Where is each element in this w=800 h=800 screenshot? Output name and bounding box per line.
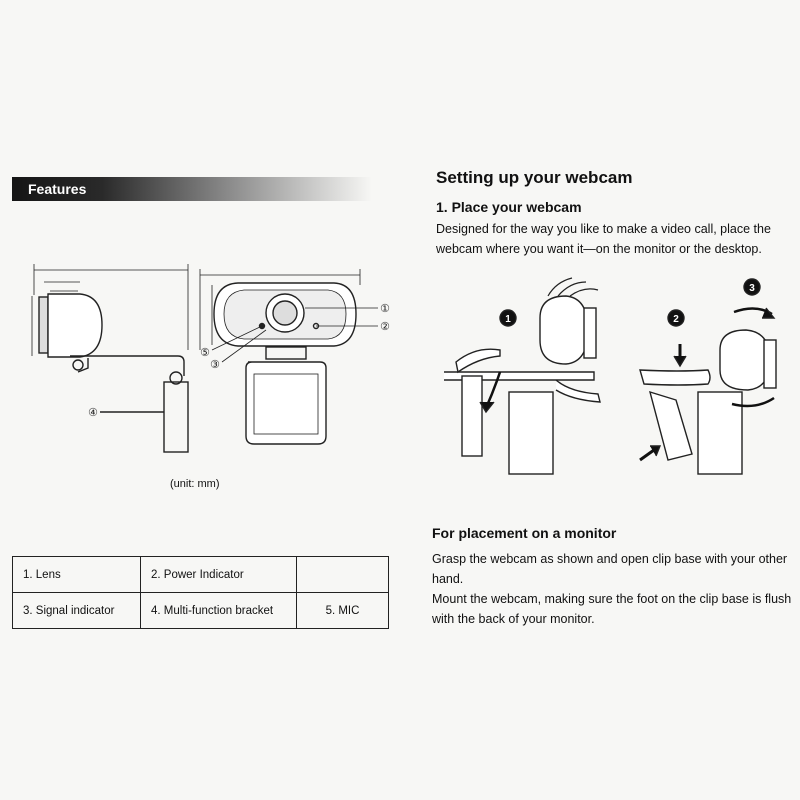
step-badge-2: 2: [673, 314, 679, 325]
table-cell: 5. MIC: [296, 592, 389, 629]
step1-text: Designed for the way you like to make a …: [436, 222, 771, 256]
features-heading: Features: [28, 181, 87, 197]
callout-3: ③: [210, 359, 220, 371]
table-cell: 1. Lens: [12, 556, 141, 593]
mount-illustration-1: [444, 277, 601, 475]
table-cell: 2. Power Indicator: [140, 556, 297, 593]
unit-note: (unit: mm): [170, 478, 220, 490]
webcam-side-view: [31, 264, 189, 453]
table-cell: 3. Signal indicator: [12, 592, 141, 629]
webcam-front-view: [199, 269, 378, 445]
monitor-text-2: Mount the webcam, making sure the foot o…: [432, 592, 792, 626]
table-cell: 4. Multi-function bracket: [140, 592, 297, 629]
callout-2: ②: [380, 321, 390, 333]
features-header-bar: [12, 177, 372, 201]
mount-illustration-2: [639, 278, 777, 475]
monitor-title: For placement on a monitor: [432, 525, 617, 541]
features-table: 1. Lens 2. Power Indicator 3. Signal ind…: [12, 556, 389, 629]
callout-1: ①: [380, 303, 390, 315]
monitor-instructions: Grasp the webcam as shown and open clip …: [432, 549, 792, 629]
monitor-text-1: Grasp the webcam as shown and open clip …: [432, 552, 788, 586]
setup-title: Setting up your webcam: [436, 168, 633, 187]
step-badge-3: 3: [749, 283, 755, 294]
table-row: 1. Lens 2. Power Indicator: [12, 556, 389, 593]
table-cell: [296, 556, 389, 593]
step1-title: 1. Place your webcam: [436, 199, 582, 215]
step-badge-1: 1: [505, 314, 511, 325]
callout-5: ⑤: [200, 347, 210, 359]
callout-4: ④: [88, 407, 98, 419]
table-row: 3. Signal indicator 4. Multi-function br…: [12, 592, 389, 629]
